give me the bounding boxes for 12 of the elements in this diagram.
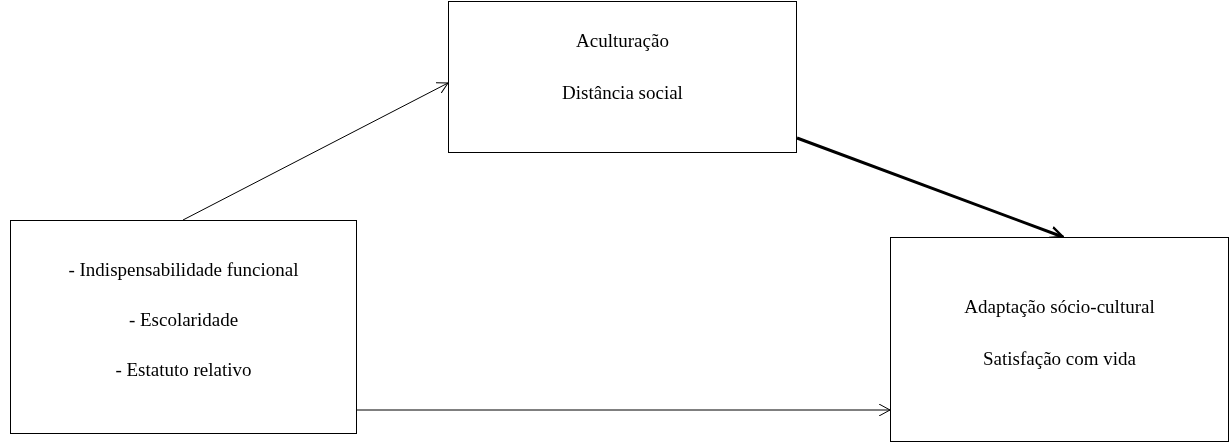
box-text: Distância social [562,82,683,104]
text-box [890,237,1229,442]
text-box [448,1,797,153]
arrow [182,82,449,221]
box-text: - Indispensabilidade funcional [68,259,299,281]
text-box [10,220,357,434]
box-text: Aculturação [576,30,669,52]
box-text: Adaptação sócio-cultural [964,296,1155,318]
arrow [356,403,891,417]
box-text: - Estatuto relativo [115,359,252,381]
box-text: - Escolaridade [128,309,239,331]
box-text: Satisfação com vida [983,348,1136,370]
